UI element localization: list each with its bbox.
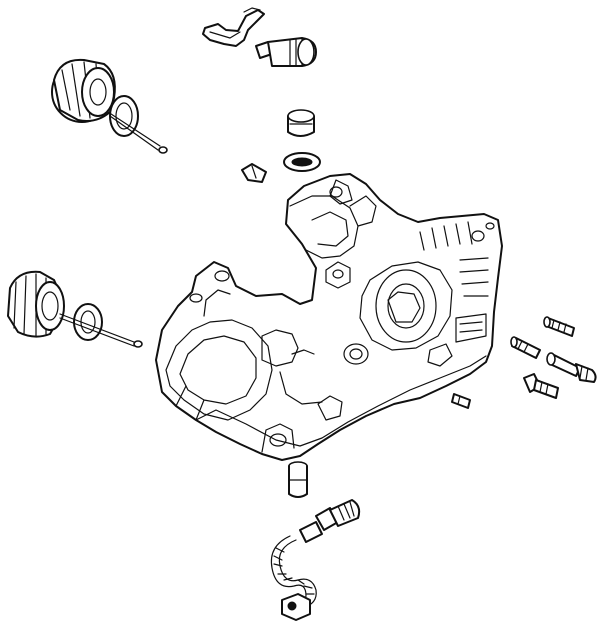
studs (510, 316, 597, 383)
small-plug (241, 163, 267, 183)
tank-cap-lower (7, 270, 143, 348)
oil-hose-fitting (288, 461, 308, 498)
crankcase (155, 173, 503, 461)
fuel-filter-with-hook (202, 7, 317, 67)
oil-hose-with-filter (270, 499, 361, 621)
tank-cap-upper (51, 58, 168, 154)
screws (451, 373, 559, 409)
grommet (283, 109, 321, 172)
